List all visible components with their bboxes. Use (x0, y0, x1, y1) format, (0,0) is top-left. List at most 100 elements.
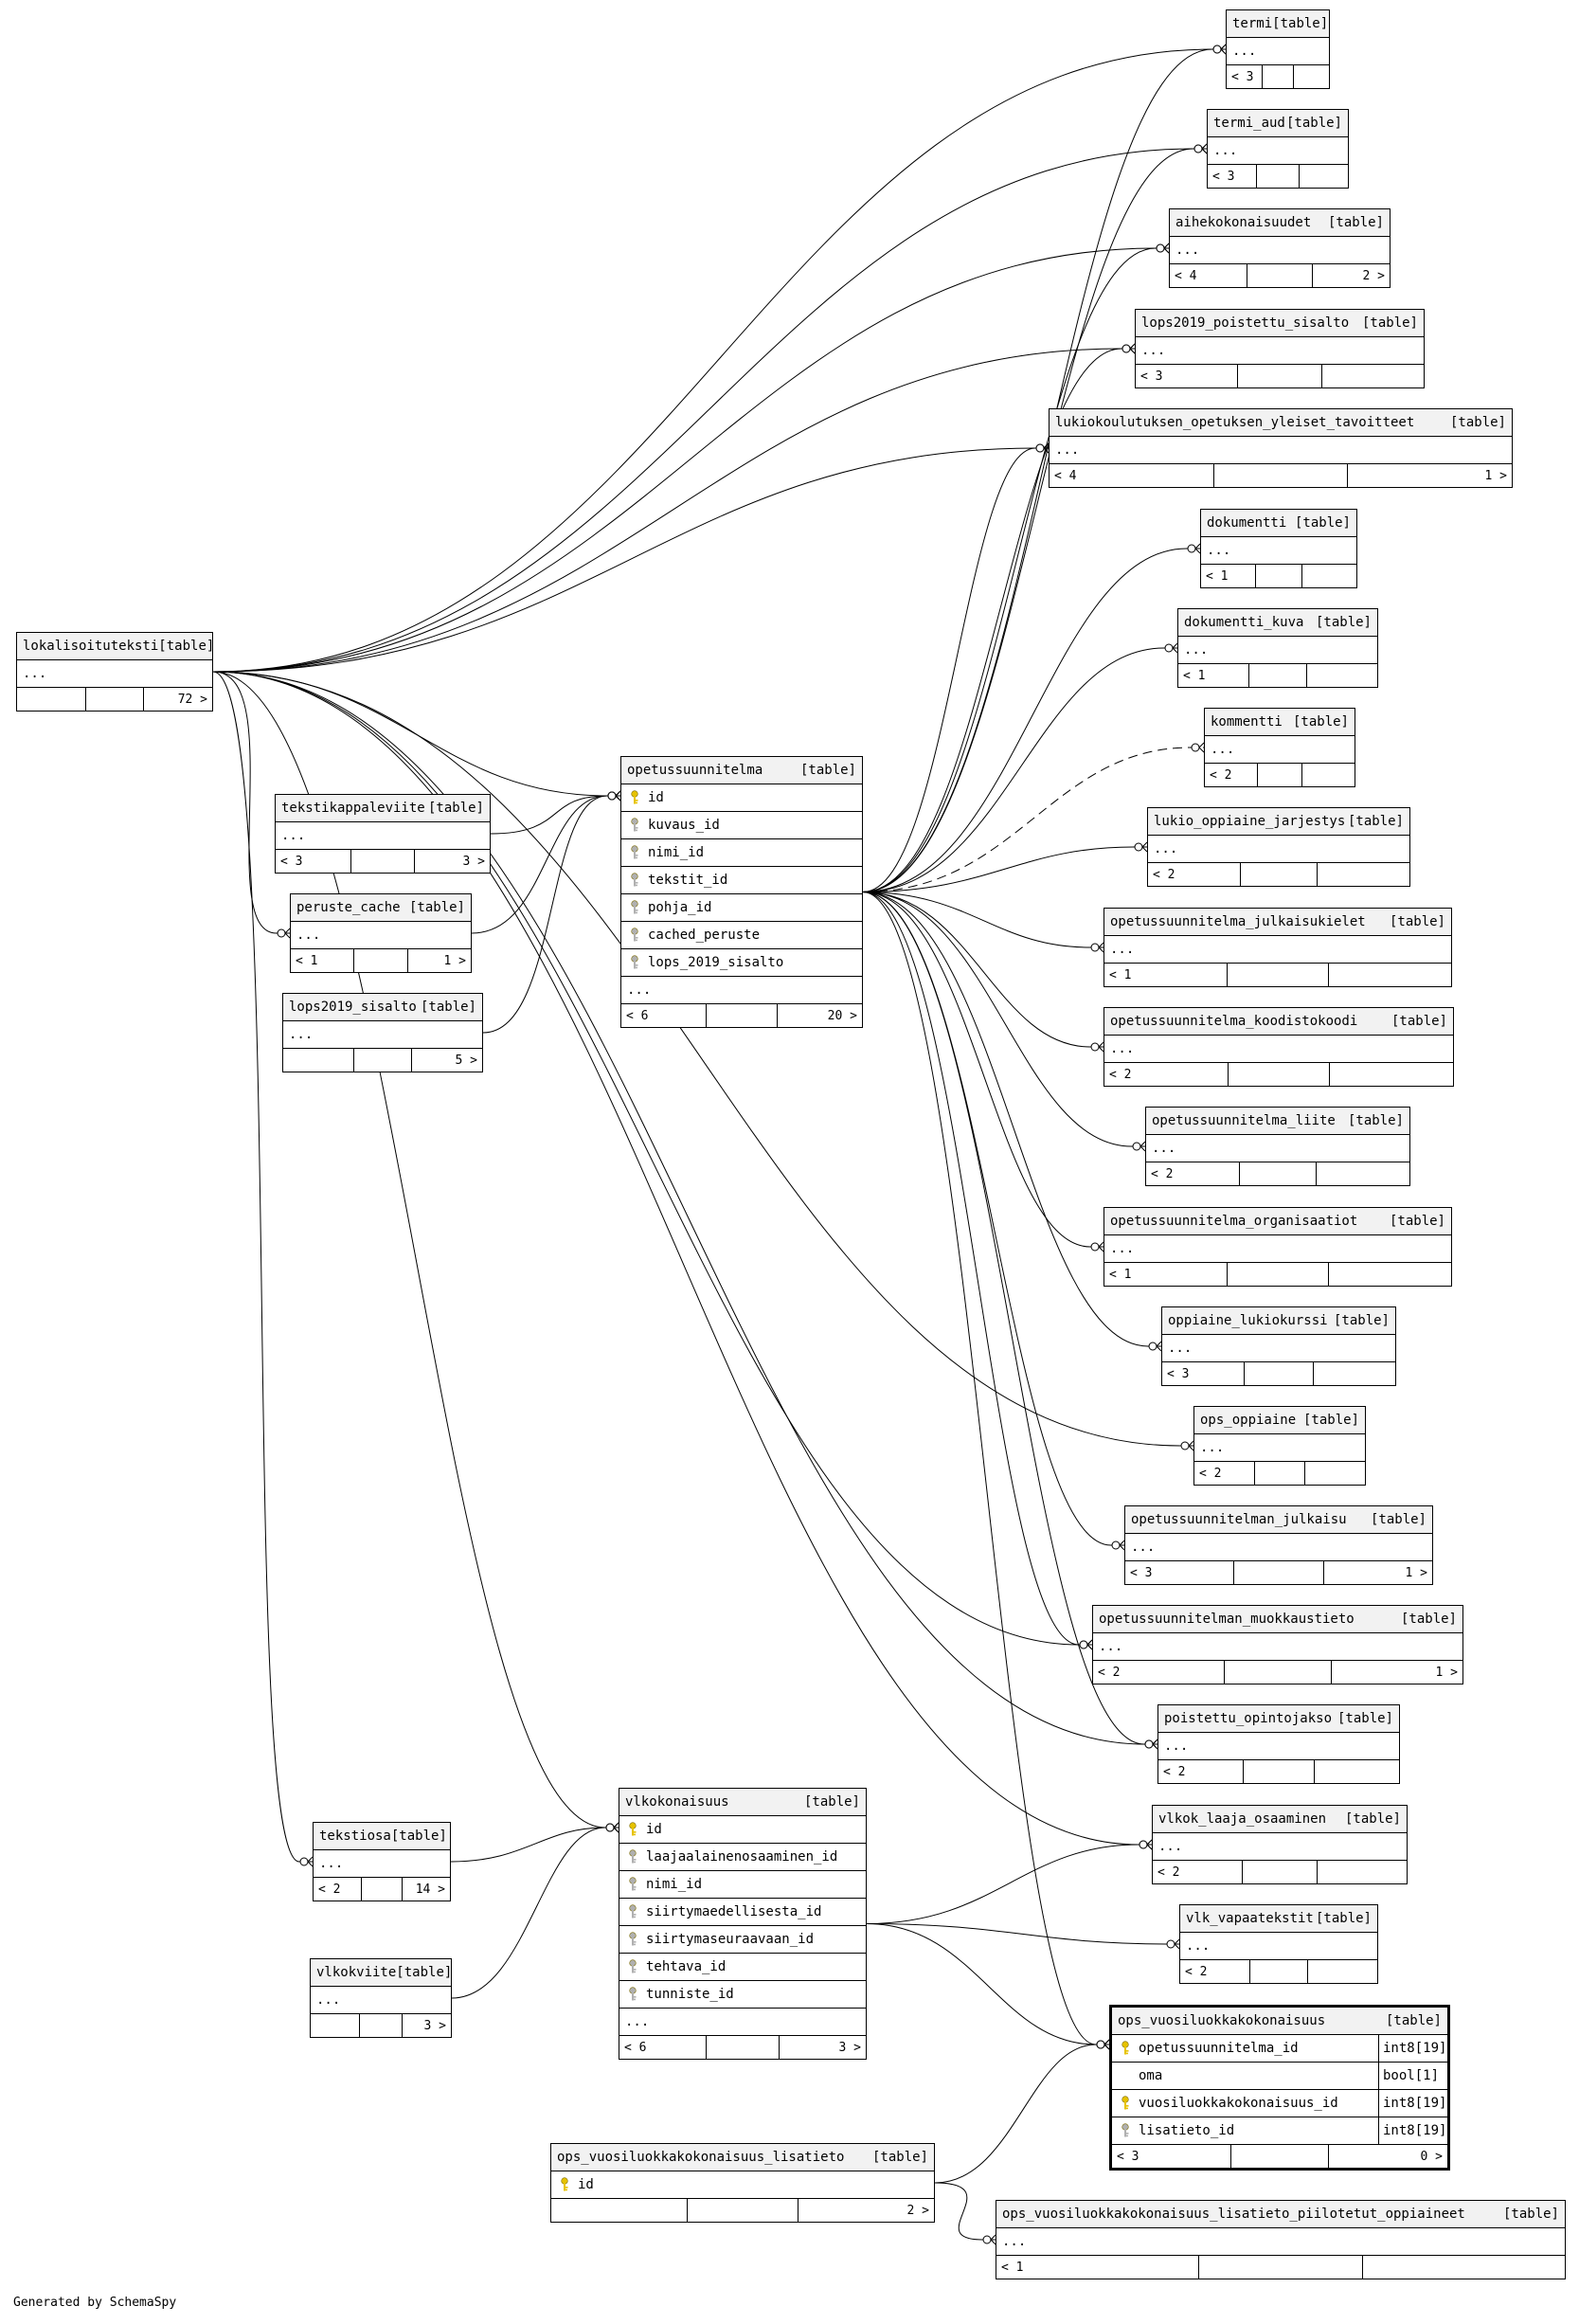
more-columns-row[interactable]: ... (276, 822, 490, 850)
table-header[interactable]: lukiokoulutuksen_opetuksen_yleiset_tavoi… (1050, 409, 1512, 437)
parents-count[interactable]: < 1 (1104, 964, 1229, 986)
column-row[interactable]: siirtymaedellisesta_id (619, 1899, 866, 1926)
table-header[interactable]: ops_vuosiluokkakokonaisuus_lisatieto_pii… (996, 2201, 1565, 2228)
table-ops-vlk-lisatieto[interactable]: ops_vuosiluokkakokonaisuus_lisatieto[tab… (550, 2143, 935, 2223)
table-header[interactable]: ops_oppiaine[table] (1194, 1407, 1365, 1434)
table-name[interactable]: opetussuunnitelma_organisaatiot (1110, 1214, 1358, 1229)
more-columns-row[interactable]: ... (1093, 1633, 1462, 1661)
more-columns-row[interactable]: ... (311, 1987, 451, 2014)
table-header[interactable]: opetussuunnitelma[table] (621, 757, 862, 784)
children-count[interactable] (1314, 1362, 1395, 1385)
parents-count[interactable]: < 2 (1205, 764, 1258, 786)
table-ops-liite[interactable]: opetussuunnitelma_liite[table]...< 2 (1145, 1107, 1410, 1186)
table-ops-vlk-lisatieto-piilo[interactable]: ops_vuosiluokkakokonaisuus_lisatieto_pii… (996, 2200, 1566, 2279)
more-columns-row[interactable]: ... (17, 660, 212, 688)
table-lukiokoulutuksen[interactable]: lukiokoulutuksen_opetuksen_yleiset_tavoi… (1049, 408, 1513, 488)
children-count[interactable]: 2 > (1362, 268, 1385, 283)
column-row[interactable]: tehtava_id (619, 1954, 866, 1981)
table-name[interactable]: lops2019_sisalto (289, 1000, 417, 1015)
table-name[interactable]: oppiaine_lukiokurssi (1168, 1313, 1328, 1328)
children-count[interactable]: 3 > (838, 2040, 861, 2055)
column-row[interactable]: cached_peruste (621, 922, 862, 949)
more-columns-row[interactable]: ... (1104, 936, 1451, 964)
parents-count[interactable] (311, 2014, 361, 2037)
children-count[interactable]: 1 > (1405, 1565, 1427, 1580)
table-header[interactable]: termi[table] (1227, 10, 1329, 38)
parents-count[interactable]: < 3 (1125, 1561, 1235, 1584)
parents-count[interactable]: < 2 (1148, 863, 1242, 886)
column-row[interactable]: nimi_id (621, 839, 862, 867)
children-count[interactable]: 3 > (423, 2018, 446, 2033)
table-name[interactable]: opetussuunnitelma (627, 763, 763, 778)
parents-count[interactable] (283, 1049, 354, 1072)
table-header[interactable]: dokumentti[table] (1201, 510, 1356, 537)
table-header[interactable]: opetussuunnitelma_julkaisukielet[table] (1104, 909, 1451, 936)
children-count[interactable] (1318, 863, 1409, 886)
column-row[interactable]: tekstit_id (621, 867, 862, 894)
more-columns-row[interactable]: ... (996, 2228, 1565, 2256)
table-header[interactable]: aihekokonaisuudet[table] (1170, 209, 1390, 237)
more-columns-row[interactable]: ... (1136, 337, 1424, 365)
more-columns-row[interactable]: ... (1104, 1235, 1451, 1263)
more-columns-row[interactable]: ... (1050, 437, 1512, 464)
parents-count[interactable]: < 3 (1208, 165, 1258, 188)
more-columns-row[interactable]: ... (1104, 1036, 1453, 1063)
more-columns-row[interactable]: ... (1205, 736, 1355, 764)
more-columns-row[interactable]: ... (314, 1850, 450, 1878)
children-count[interactable]: 1 > (1435, 1665, 1458, 1680)
parents-count[interactable]: < 2 (314, 1878, 362, 1901)
table-termi-aud[interactable]: termi_aud[table]...< 3 (1207, 109, 1349, 189)
more-columns-row[interactable]: ... (1170, 237, 1390, 264)
column-row[interactable]: nimi_id (619, 1871, 866, 1899)
table-name[interactable]: kommentti (1211, 714, 1283, 730)
column-row[interactable]: siirtymaseuraavaan_id (619, 1926, 866, 1954)
parents-count[interactable] (551, 2199, 688, 2222)
table-name[interactable]: tekstikappaleviite (281, 801, 425, 816)
parents-count[interactable]: < 3 (1227, 65, 1264, 88)
parents-count[interactable]: < 6 (619, 2036, 708, 2059)
table-ops-koodistokoodi[interactable]: opetussuunnitelma_koodistokoodi[table]..… (1104, 1007, 1454, 1087)
table-name[interactable]: lukio_oppiaine_jarjestys (1154, 814, 1346, 829)
table-termi[interactable]: termi[table]...< 3 (1226, 9, 1330, 89)
parents-count[interactable]: < 2 (1146, 1162, 1240, 1185)
children-count[interactable] (1315, 1760, 1399, 1783)
table-header[interactable]: vlkokviite[table] (311, 1959, 452, 1987)
column-row[interactable]: kuvaus_id (621, 812, 862, 839)
parents-count[interactable]: < 4 (1050, 464, 1214, 487)
more-columns-row[interactable]: ... (1146, 1135, 1409, 1162)
parents-count[interactable]: < 1 (1104, 1263, 1229, 1286)
column-row[interactable]: laajaalainenosaaminen_id (619, 1844, 866, 1871)
children-count[interactable] (1363, 2256, 1565, 2279)
parents-count[interactable]: < 1 (291, 949, 355, 972)
table-header[interactable]: peruste_cache[table] (291, 894, 471, 922)
table-header[interactable]: tekstiosa[table] (314, 1823, 450, 1850)
table-name[interactable]: peruste_cache (296, 900, 401, 915)
table-dokumentti[interactable]: dokumentti[table]...< 1 (1200, 509, 1357, 588)
parents-count[interactable]: < 6 (621, 1004, 708, 1027)
table-vlkok-laaja-osaaminen[interactable]: vlkok_laaja_osaaminen[table]...< 2 (1152, 1805, 1408, 1884)
table-header[interactable]: opetussuunnitelman_muokkaustieto[table] (1093, 1606, 1462, 1633)
parents-count[interactable]: < 3 (1112, 2145, 1231, 2168)
children-count[interactable]: 0 > (1420, 2149, 1443, 2164)
table-header[interactable]: kommentti[table] (1205, 709, 1355, 736)
table-ops-oppiaine[interactable]: ops_oppiaine[table]...< 2 (1193, 1406, 1366, 1486)
parents-count[interactable]: < 2 (1093, 1661, 1225, 1684)
table-ops-julkaisukielet[interactable]: opetussuunnitelma_julkaisukielet[table].… (1104, 908, 1452, 987)
table-name[interactable]: ops_oppiaine (1200, 1413, 1297, 1428)
table-header[interactable]: poistettu_opintojakso[table] (1158, 1705, 1399, 1733)
column-row[interactable]: tunniste_id (619, 1981, 866, 2009)
table-opsn-muokkaustieto[interactable]: opetussuunnitelman_muokkaustieto[table].… (1092, 1605, 1463, 1684)
table-name[interactable]: tekstiosa (319, 1829, 391, 1844)
table-ops-organisaatiot[interactable]: opetussuunnitelma_organisaatiot[table]..… (1104, 1207, 1452, 1287)
column-row[interactable]: id (621, 784, 862, 812)
table-name[interactable]: termi_aud (1213, 116, 1285, 131)
children-count[interactable] (1302, 764, 1355, 786)
children-count[interactable]: 1 > (443, 953, 466, 968)
table-opsn-julkaisu[interactable]: opetussuunnitelman_julkaisu[table]...< 3… (1124, 1505, 1433, 1585)
